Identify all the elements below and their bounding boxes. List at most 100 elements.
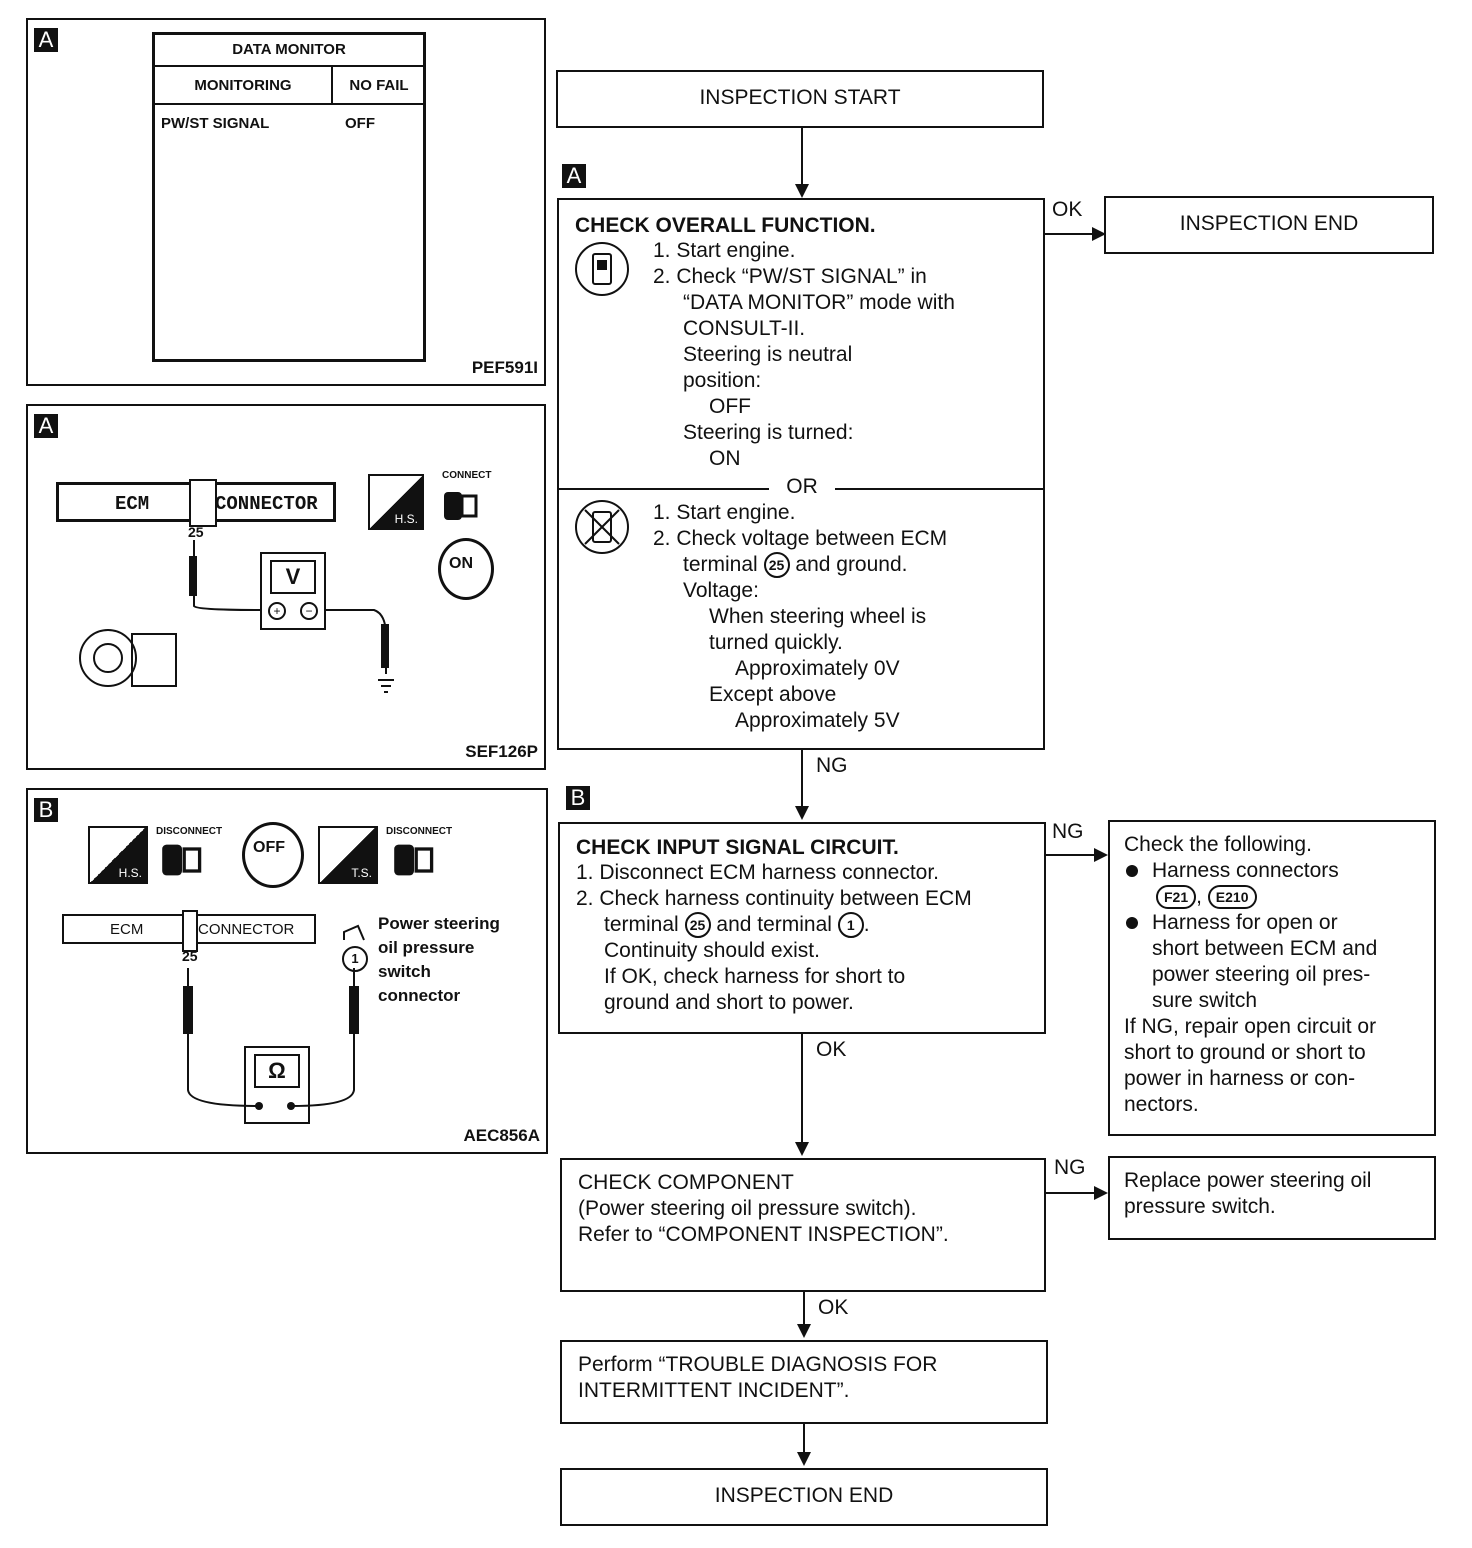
- ok-label: OK: [818, 1296, 849, 1319]
- connector-label: CONNECTOR: [198, 921, 295, 938]
- replace-switch-box: Replace power steering oil pressure swit…: [1108, 1156, 1436, 1240]
- panel-tag-a: A: [34, 414, 58, 438]
- connector-plug-icon: [162, 844, 202, 876]
- step-text: 1. Start engine.: [653, 239, 796, 262]
- table-title: DATA MONITOR: [232, 41, 346, 58]
- repair-text: short to ground or short to: [1124, 1041, 1366, 1064]
- step-text: 2. Check “PW/ST SIGNAL” in: [653, 265, 927, 288]
- condition-text: Steering is neutral: [683, 343, 853, 366]
- step-terminal-line: terminal 25 and terminal 1.: [604, 912, 870, 939]
- inspection-end-box: INSPECTION END: [1104, 196, 1434, 254]
- continuity-check-panel: B H.S. DISCONNECT OFF T.S. DISCONNECT EC…: [26, 788, 548, 1154]
- panel-tag-b: B: [34, 798, 58, 822]
- or-divider-left: [559, 488, 769, 490]
- figure-code: AEC856A: [463, 1126, 540, 1145]
- condition-text: Steering is turned:: [683, 421, 854, 444]
- meter-display: Ω: [254, 1054, 300, 1088]
- flow-line: [801, 750, 803, 808]
- replace-text: pressure switch.: [1124, 1195, 1276, 1218]
- voltage-value: Approximately 0V: [735, 657, 900, 680]
- step-text: 2. Check voltage between ECM: [653, 527, 948, 550]
- no-consult-icon: [575, 500, 629, 554]
- perform-text: Perform “TROUBLE DIAGNOSIS FOR: [578, 1353, 938, 1376]
- flow-tag-a: A: [562, 164, 586, 188]
- step-text: ground and short to power.: [604, 991, 854, 1014]
- step-text: “DATA MONITOR” mode with: [683, 291, 955, 314]
- or-label: OR: [786, 475, 818, 498]
- check-input-signal-box: CHECK INPUT SIGNAL CIRCUIT. 1. Disconnec…: [558, 822, 1046, 1034]
- check-overall-function-box: CHECK OVERALL FUNCTION. 1. Start engine.…: [557, 198, 1045, 750]
- connector-label: CONNECTOR: [215, 493, 318, 515]
- connector-plug-icon: [444, 492, 478, 520]
- terminal-number: 25: [182, 948, 198, 964]
- disconnect-label: DISCONNECT: [386, 826, 453, 837]
- terminal-1-badge: 1: [837, 912, 864, 939]
- ecm-label: ECM: [115, 493, 150, 515]
- perform-diagnosis-box: Perform “TROUBLE DIAGNOSIS FOR INTERMITT…: [560, 1340, 1048, 1424]
- voltmeter: V + −: [260, 552, 326, 630]
- ecm-label: ECM: [110, 921, 144, 938]
- step-text: 1. Start engine.: [653, 501, 796, 524]
- flow-arrow: [797, 1452, 811, 1466]
- step-text: 2. Check harness continuity between ECM: [576, 887, 972, 910]
- consult-icon: [575, 242, 629, 296]
- or-divider-right: [835, 488, 1043, 490]
- probe-wires: [183, 924, 365, 1110]
- check-input-title: CHECK INPUT SIGNAL CIRCUIT.: [576, 836, 899, 859]
- flow-arrow: [795, 1142, 809, 1156]
- connector-pin: [189, 479, 217, 527]
- bullet-text: power steering oil pres-: [1152, 963, 1371, 986]
- component-text: Refer to “COMPONENT INSPECTION”.: [578, 1223, 949, 1246]
- flow-arrow: [797, 1324, 811, 1338]
- bullet-text: Harness connectors: [1152, 859, 1339, 882]
- voltage-condition: Except above: [709, 683, 837, 706]
- voltage-label: Voltage:: [683, 579, 759, 602]
- data-monitor-panel: A DATA MONITOR MONITORING NO FAIL PW/ST …: [26, 18, 546, 386]
- ignition-key-icon: ON: [438, 538, 494, 600]
- check-following-title: Check the following.: [1124, 833, 1312, 856]
- ignition-key-icon: OFF: [242, 822, 304, 888]
- flow-line: [1046, 854, 1094, 856]
- flow-line: [801, 1034, 803, 1144]
- switch-label: Power steering oil pressure switch conne…: [378, 914, 500, 1005]
- panel-tag-a: A: [34, 28, 58, 52]
- repair-text: power in harness or con-: [1124, 1067, 1356, 1090]
- hood-icon: H.S.: [368, 474, 424, 530]
- replace-text: Replace power steering oil: [1124, 1169, 1372, 1192]
- flow-line: [803, 1292, 805, 1326]
- meter-display: V: [270, 560, 316, 594]
- step-text: If OK, check harness for short to: [604, 965, 906, 988]
- step-text: 1. Disconnect ECM harness connector.: [576, 861, 940, 884]
- ng-label: NG: [816, 754, 848, 777]
- connector-e210-badge: E210: [1207, 885, 1257, 910]
- voltage-check-panel: A ECM CONNECTOR 25 H.S. CONNECT ON V + −…: [26, 404, 546, 770]
- header-divider: [155, 103, 423, 105]
- hood-icon: H.S.: [88, 826, 148, 884]
- flow-arrow: [1094, 848, 1108, 862]
- connector-codes: F21, E210: [1156, 884, 1257, 910]
- ng-label: NG: [1052, 820, 1084, 843]
- flow-arrow: [795, 184, 809, 198]
- probe-wires: [79, 540, 394, 693]
- ohmmeter: Ω: [244, 1046, 310, 1124]
- trunk-icon: T.S.: [318, 826, 378, 884]
- flow-line: [1046, 1192, 1094, 1194]
- voltage-condition: When steering wheel is: [709, 605, 927, 628]
- flow-arrow: [1092, 227, 1106, 241]
- step-terminal-line: terminal 25 and ground.: [683, 552, 908, 579]
- flow-tag-b: B: [566, 786, 590, 810]
- data-monitor-table: DATA MONITOR MONITORING NO FAIL PW/ST SI…: [152, 32, 426, 362]
- flow-line: [1045, 233, 1093, 235]
- ecm-connector: ECM CONNECTOR: [56, 479, 336, 527]
- flow-arrow: [795, 806, 809, 820]
- connector-pin: [182, 910, 198, 952]
- repair-text: nectors.: [1124, 1093, 1199, 1116]
- step-text: CONSULT-II.: [683, 317, 806, 340]
- inspection-start-box: INSPECTION START: [556, 70, 1044, 128]
- inspection-end-box: INSPECTION END: [560, 1468, 1048, 1526]
- component-text: (Power steering oil pressure switch).: [578, 1197, 917, 1220]
- disconnect-label: DISCONNECT: [156, 826, 223, 837]
- minus-terminal: −: [300, 602, 318, 620]
- figure-code: SEF126P: [465, 742, 538, 761]
- bullet-icon: [1126, 917, 1138, 929]
